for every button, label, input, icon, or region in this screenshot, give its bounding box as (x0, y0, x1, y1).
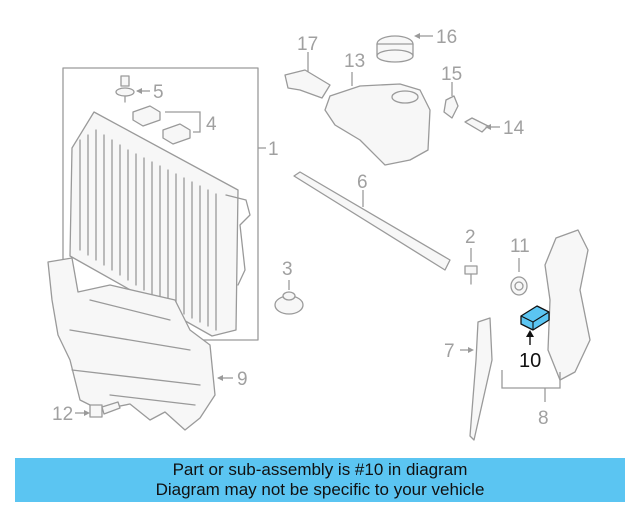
callout-10: 10 (519, 350, 541, 372)
banner-line-1: Part or sub-assembly is #10 in diagram (172, 460, 468, 479)
callout-13: 13 (344, 51, 365, 72)
cap-part-16 (376, 35, 414, 63)
callout-17: 17 (297, 34, 318, 55)
bracket-part-17 (284, 69, 331, 99)
callout-4: 4 (206, 114, 217, 135)
callout-7: 7 (444, 341, 455, 362)
bolt-part-5 (115, 75, 135, 103)
callout-12: 12 (52, 404, 73, 425)
callout-5: 5 (153, 82, 164, 103)
info-banner: Part or sub-assembly is #10 in diagram D… (15, 458, 625, 502)
highlighted-part-10[interactable] (520, 305, 550, 331)
screw-part-12 (89, 401, 121, 418)
callout-16: 16 (436, 27, 457, 48)
callout-3: 3 (282, 259, 293, 280)
sensor-part-15 (443, 95, 459, 119)
expansion-tank (324, 83, 431, 166)
callout-8: 8 (538, 408, 549, 429)
callout-1: 1 (268, 139, 279, 160)
radiator-support (47, 257, 216, 431)
radiator (62, 67, 259, 341)
callout-9: 9 (237, 369, 248, 390)
mount-part-3 (274, 291, 304, 315)
grommet-part-11 (510, 276, 528, 296)
callout-15: 15 (441, 64, 462, 85)
air-duct-part-8 (544, 229, 591, 381)
banner-line-2: Diagram may not be specific to your vehi… (155, 480, 485, 499)
callout-6: 6 (357, 172, 368, 193)
bolt-part-2 (464, 265, 478, 285)
bracket-part-4 (132, 105, 191, 145)
plug-part-14 (464, 117, 489, 133)
callout-11: 11 (510, 236, 530, 257)
seal-part-6 (293, 171, 451, 271)
callout-14: 14 (503, 118, 525, 139)
parts-diagram: 1 5 4 9 12 3 6 1 (47, 27, 591, 441)
strip-part-7 (469, 317, 493, 441)
callout-2: 2 (465, 227, 476, 248)
